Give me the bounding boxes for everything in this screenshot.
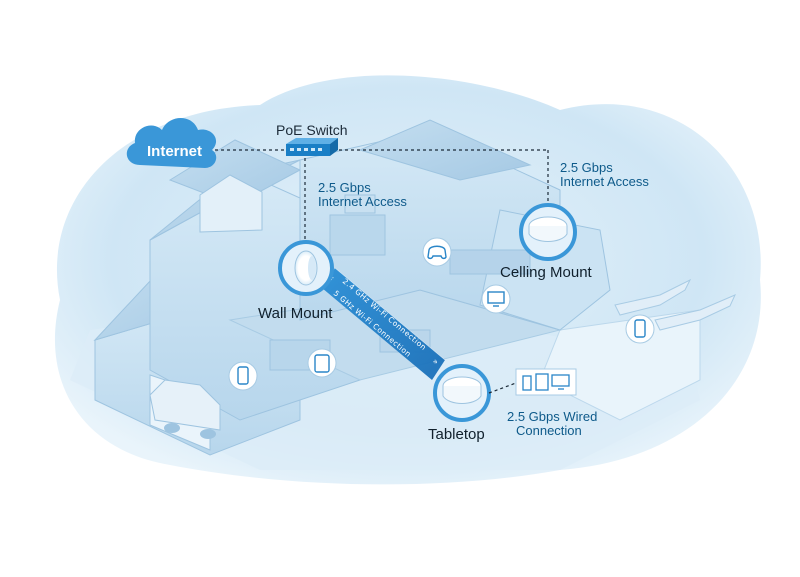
internet-label: Internet <box>147 143 203 160</box>
ceiling-mount-ap <box>519 203 577 261</box>
wall-speed-line1: 2.5 Gbps <box>318 180 371 195</box>
gamepad-icon <box>422 237 452 267</box>
wired-link <box>488 382 517 394</box>
phone-icon-2 <box>228 361 258 391</box>
tabletop-wired-line2: Connection <box>516 423 582 438</box>
lounge-chair-icon <box>614 278 736 331</box>
tabletop-label: Tabletop <box>428 426 485 443</box>
wall-mount-ap <box>278 240 334 296</box>
phone-icon <box>625 314 655 344</box>
switch-icon <box>286 138 338 156</box>
ceiling-speed-line1: 2.5 Gbps <box>560 160 613 175</box>
ceiling-mount-label: Celling Mount <box>500 264 592 281</box>
tabletop-wired-line1: 2.5 Gbps Wired <box>507 409 598 424</box>
arrows-right: » <box>431 357 441 367</box>
car-icon <box>149 379 221 439</box>
wall-speed-line2: Internet Access <box>318 194 407 209</box>
cable-lines <box>215 149 549 241</box>
tv-icon <box>481 284 511 314</box>
poe-switch-label: PoE Switch <box>276 122 348 138</box>
cloud-icon <box>126 117 217 168</box>
devices-icon <box>515 368 577 396</box>
ceiling-speed-line2: Internet Access <box>560 174 649 189</box>
house-right <box>479 209 611 331</box>
tablet-icon <box>307 348 337 378</box>
tabletop-ap <box>433 364 491 422</box>
wall-mount-label: Wall Mount <box>258 305 333 322</box>
